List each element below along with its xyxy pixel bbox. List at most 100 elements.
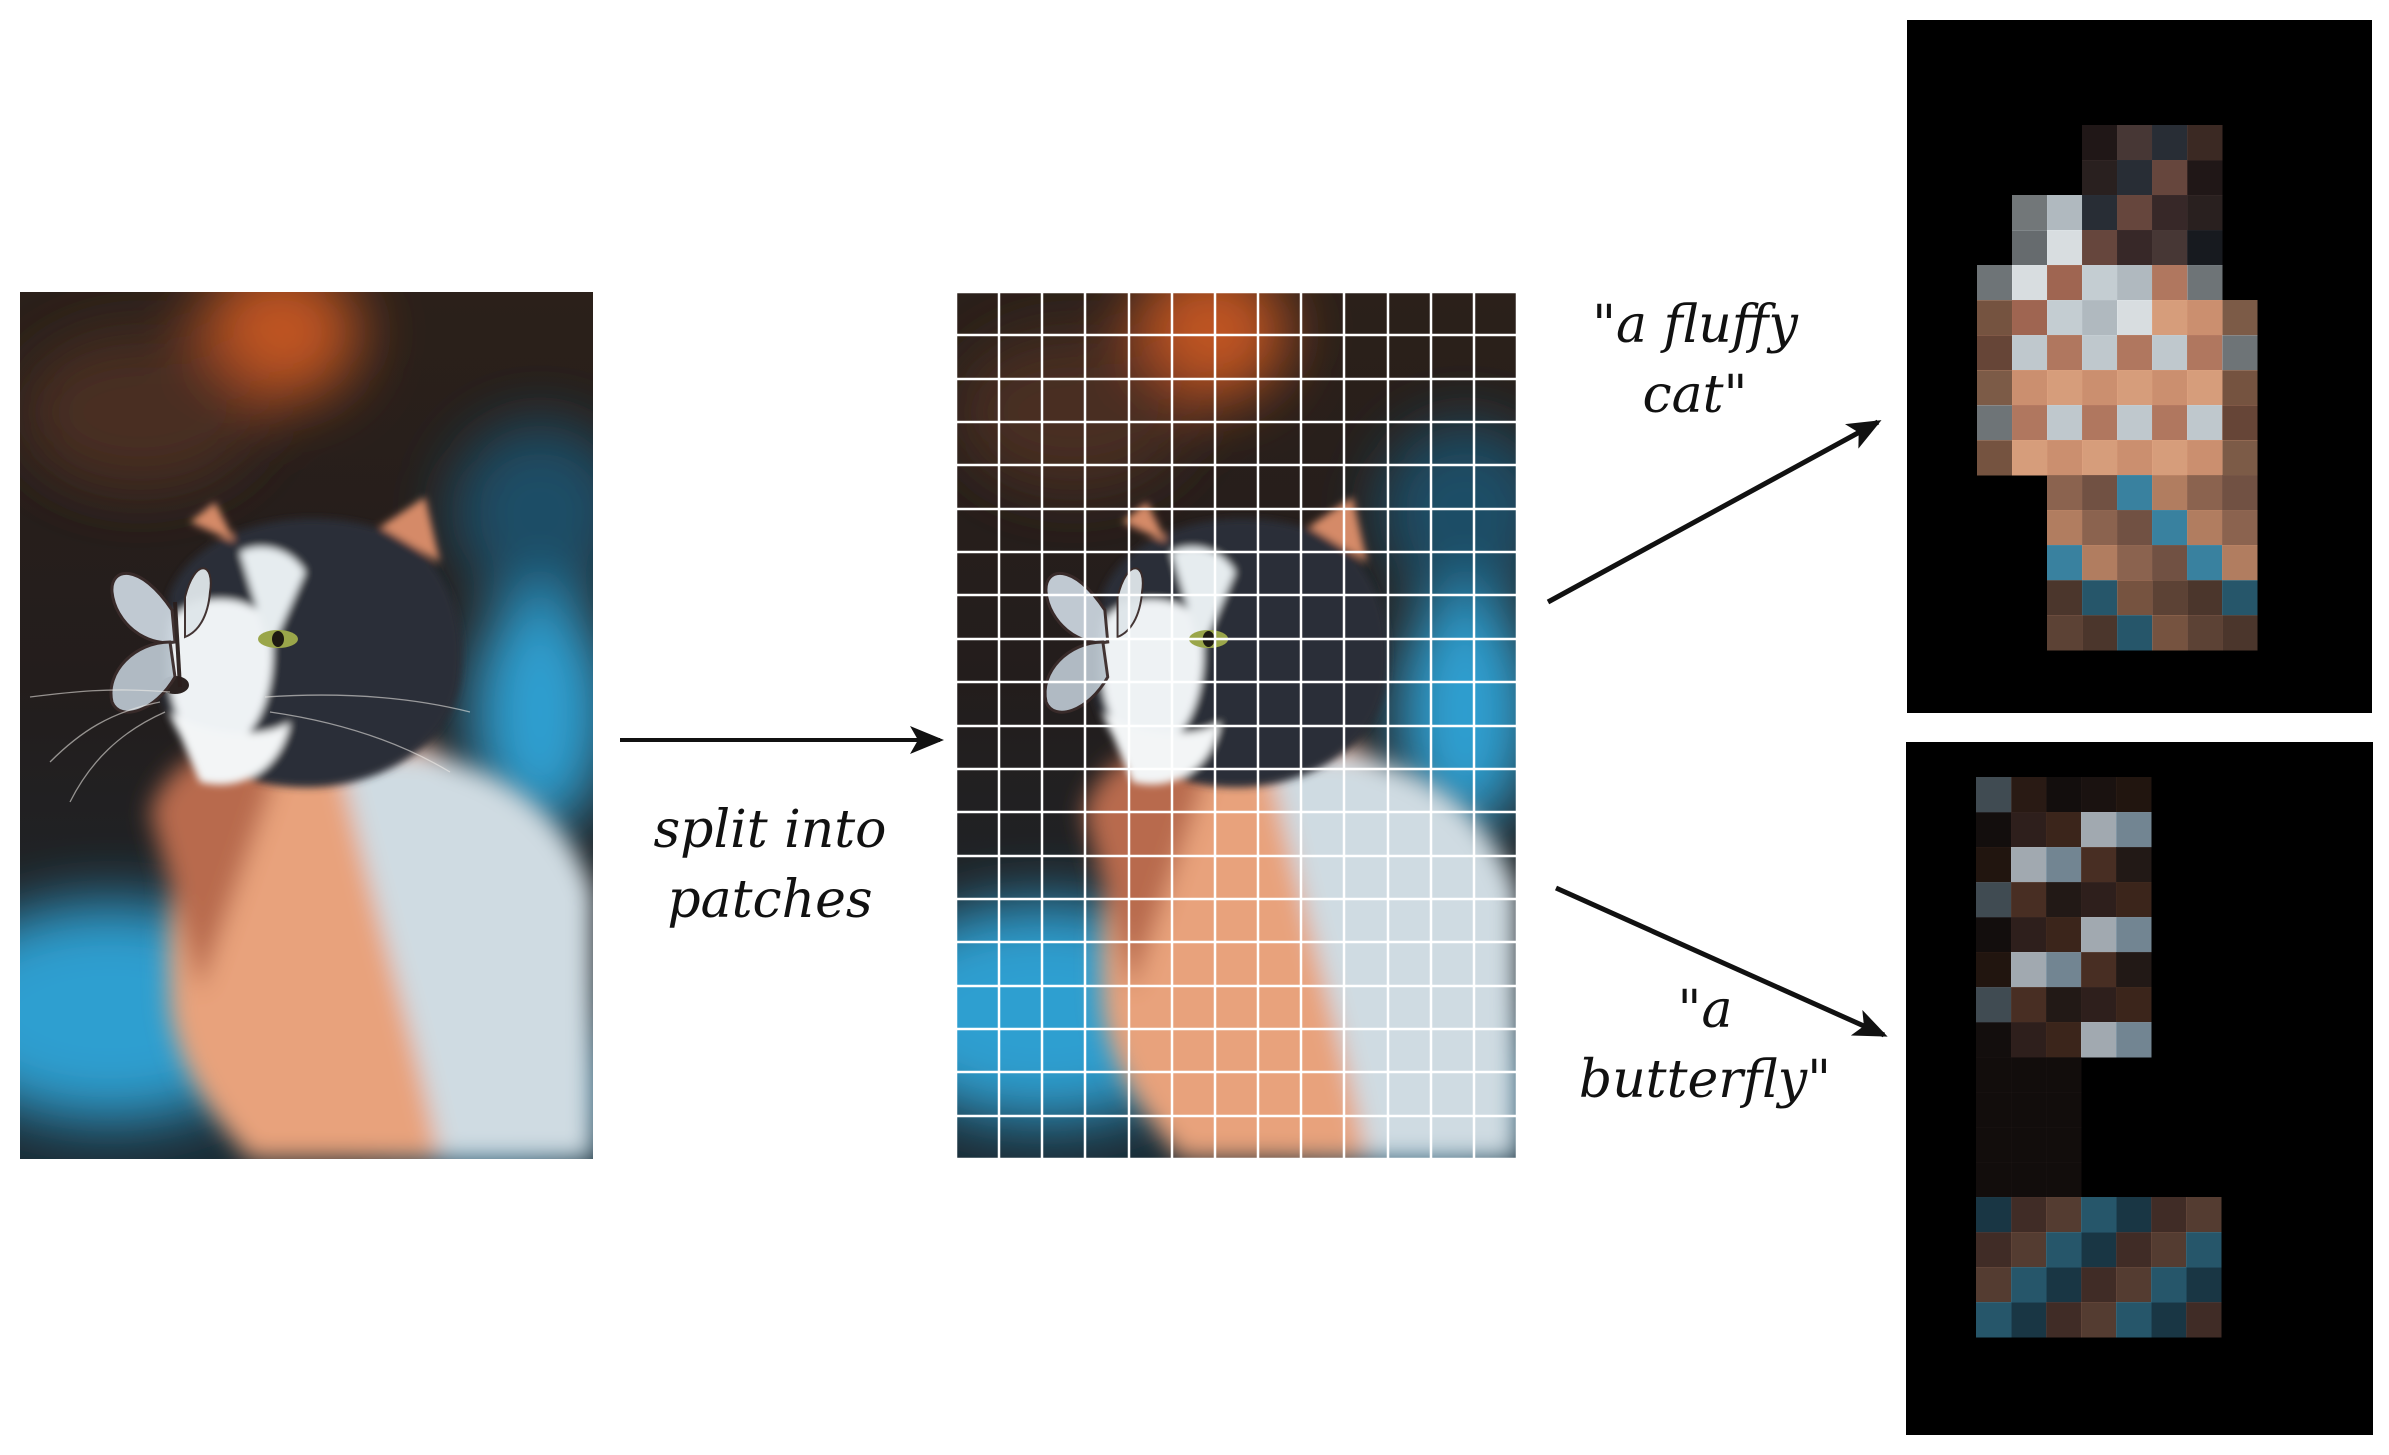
mask-patch: [2046, 882, 2082, 918]
mask-patch: [2152, 510, 2188, 546]
mask-patch: [2187, 580, 2223, 616]
mask-patch: [2047, 195, 2083, 231]
mask-patch: [1977, 335, 2013, 371]
mask-patch: [2081, 987, 2117, 1023]
mask-patch: [2152, 580, 2188, 616]
mask-patch: [2082, 510, 2118, 546]
mask-patch: [1976, 812, 2012, 848]
mask-patch: [1976, 1162, 2012, 1198]
mask-patch: [2011, 777, 2047, 813]
caption-butterfly-line-2: butterfly": [1578, 1050, 1832, 1111]
mask-patch: [2152, 545, 2188, 581]
mask-patch: [2047, 440, 2083, 476]
mask-patch: [2187, 405, 2223, 441]
mask-patch: [2152, 160, 2188, 196]
mask-patch: [2012, 195, 2048, 231]
arrow-to-cat-mask: [1546, 419, 1882, 605]
butterfly-shape: [109, 567, 212, 714]
mask-patch: [2186, 1197, 2222, 1233]
mask-patch: [2187, 510, 2223, 546]
original-photo: [20, 292, 593, 1159]
mask-patch: [2116, 1267, 2152, 1303]
mask-patch: [2152, 440, 2188, 476]
mask-patch: [2082, 125, 2118, 161]
mask-patch: [1976, 1197, 2012, 1233]
mask-patch: [1977, 405, 2013, 441]
mask-patch: [2046, 917, 2082, 953]
mask-patch: [1976, 952, 2012, 988]
mask-patch: [2012, 370, 2048, 406]
mask-patch: [2011, 917, 2047, 953]
mask-patch: [2082, 615, 2118, 651]
caption-fluffy-cat: "a fluffy cat": [1545, 290, 1845, 430]
mask-patch: [2187, 545, 2223, 581]
mask-patch: [2046, 1197, 2082, 1233]
mask-patch: [2047, 580, 2083, 616]
mask-patch: [2046, 777, 2082, 813]
mask-patch: [2082, 300, 2118, 336]
mask-patch: [1976, 917, 2012, 953]
mask-patch: [2117, 475, 2153, 511]
caption-butterfly: "a butterfly": [1540, 975, 1870, 1115]
mask-patch: [2081, 1267, 2117, 1303]
mask-patch: [2117, 370, 2153, 406]
mask-patch: [2117, 615, 2153, 651]
mask-patch: [2222, 370, 2258, 406]
mask-patch: [2187, 230, 2223, 266]
mask-patch: [2151, 1197, 2187, 1233]
caption-cat-line-2: cat": [1642, 365, 1748, 426]
mask-patch: [2046, 1127, 2082, 1163]
mask-patch: [2047, 230, 2083, 266]
mask-patch: [2012, 300, 2048, 336]
mask-patch: [2116, 1022, 2152, 1058]
mask-patch: [2116, 987, 2152, 1023]
mask-patch: [2047, 545, 2083, 581]
mask-patch: [2117, 300, 2153, 336]
caption-butterfly-line-1: "a: [1677, 980, 1733, 1040]
mask-patch: [2116, 777, 2152, 813]
mask-patch: [2081, 882, 2117, 918]
mask-patch: [2117, 195, 2153, 231]
mask-patch: [2082, 440, 2118, 476]
mask-patch: [2011, 1057, 2047, 1093]
mask-patch: [2151, 1267, 2187, 1303]
mask-patch: [1976, 1127, 2012, 1163]
mask-patch: [2117, 440, 2153, 476]
mask-patch: [2116, 1302, 2152, 1338]
mask-patch: [2012, 265, 2048, 301]
mask-patch: [2046, 1302, 2082, 1338]
mask-patch: [2046, 1232, 2082, 1268]
mask-patch: [2117, 405, 2153, 441]
mask-patch: [2081, 917, 2117, 953]
arrow-to-butterfly-mask: [1554, 885, 1888, 1038]
mask-patch: [2151, 1232, 2187, 1268]
mask-patch: [2081, 1197, 2117, 1233]
mask-patch: [2186, 1232, 2222, 1268]
mask-patch: [2116, 812, 2152, 848]
mask-patch: [2012, 230, 2048, 266]
mask-patch: [1976, 1022, 2012, 1058]
mask-patch: [1976, 777, 2012, 813]
mask-patch: [2187, 335, 2223, 371]
mask-patch: [2047, 510, 2083, 546]
mask-patch: [2152, 230, 2188, 266]
mask-patch: [2082, 405, 2118, 441]
mask-patch: [2046, 1267, 2082, 1303]
mask-patch: [2152, 125, 2188, 161]
mask-patch: [2012, 440, 2048, 476]
mask-patch: [2222, 300, 2258, 336]
cat-mask-patches: [1977, 125, 2258, 651]
caption-split-line-1: split into: [653, 800, 887, 860]
mask-patch: [2187, 195, 2223, 231]
mask-patch: [2187, 370, 2223, 406]
mask-patch: [2152, 615, 2188, 651]
mask-patch: [2082, 265, 2118, 301]
mask-patch: [2047, 300, 2083, 336]
mask-patch: [2011, 812, 2047, 848]
mask-patch: [2152, 195, 2188, 231]
mask-patch: [2152, 405, 2188, 441]
mask-patch: [1977, 370, 2013, 406]
mask-patch: [2152, 300, 2188, 336]
mask-patch: [2047, 615, 2083, 651]
